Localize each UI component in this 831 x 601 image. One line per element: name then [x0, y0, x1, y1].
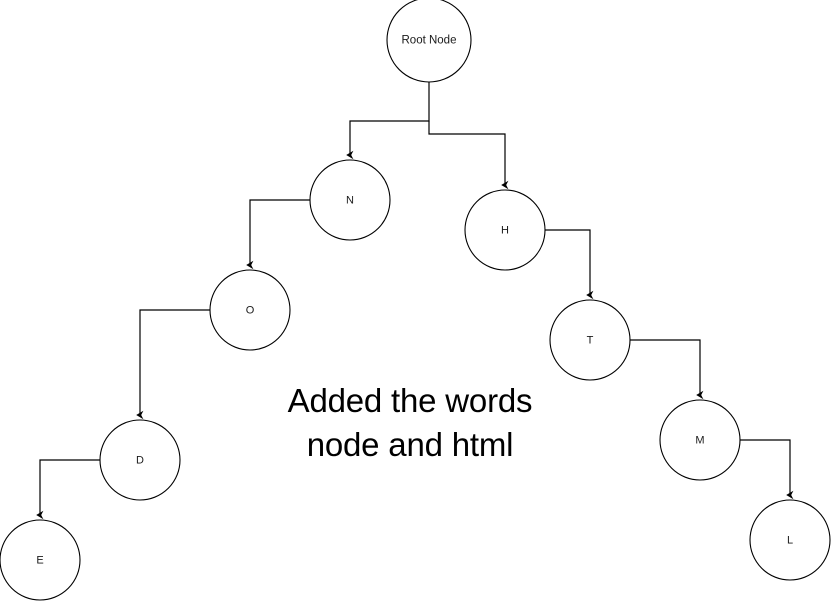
edge-root-to-h [428, 121, 509, 190]
node-o[interactable]: O [209, 269, 291, 351]
node-root[interactable]: Root Node [386, 0, 472, 83]
node-d-shape[interactable] [99, 419, 181, 501]
edge-m-to-l [740, 439, 794, 500]
node-m-shape[interactable] [659, 399, 741, 481]
annotation-layer: Added the words node and html [288, 382, 533, 463]
node-e-shape[interactable] [0, 519, 81, 601]
node-n[interactable]: N [309, 159, 391, 241]
edge-h-to-t [545, 229, 594, 300]
node-n-shape[interactable] [309, 159, 391, 241]
node-l[interactable]: L [749, 499, 831, 581]
annotation-line-2: node and html [307, 426, 514, 463]
node-t-shape[interactable] [549, 299, 631, 381]
edge-t-to-m [630, 339, 704, 400]
node-root-shape[interactable] [386, 0, 472, 83]
node-l-shape[interactable] [749, 499, 831, 581]
node-h[interactable]: H [464, 189, 546, 271]
annotation-line-1: Added the words [288, 382, 533, 419]
edge-o-to-d [136, 309, 210, 420]
node-t[interactable]: T [549, 299, 631, 381]
edges-layer [36, 82, 794, 520]
node-m[interactable]: M [659, 399, 741, 481]
node-h-shape[interactable] [464, 189, 546, 271]
edge-d-to-e [36, 459, 100, 520]
node-o-shape[interactable] [209, 269, 291, 351]
edge-n-to-o [246, 199, 310, 270]
edge-root-to-n [346, 82, 430, 160]
node-e[interactable]: E [0, 519, 81, 601]
node-d[interactable]: D [99, 419, 181, 501]
